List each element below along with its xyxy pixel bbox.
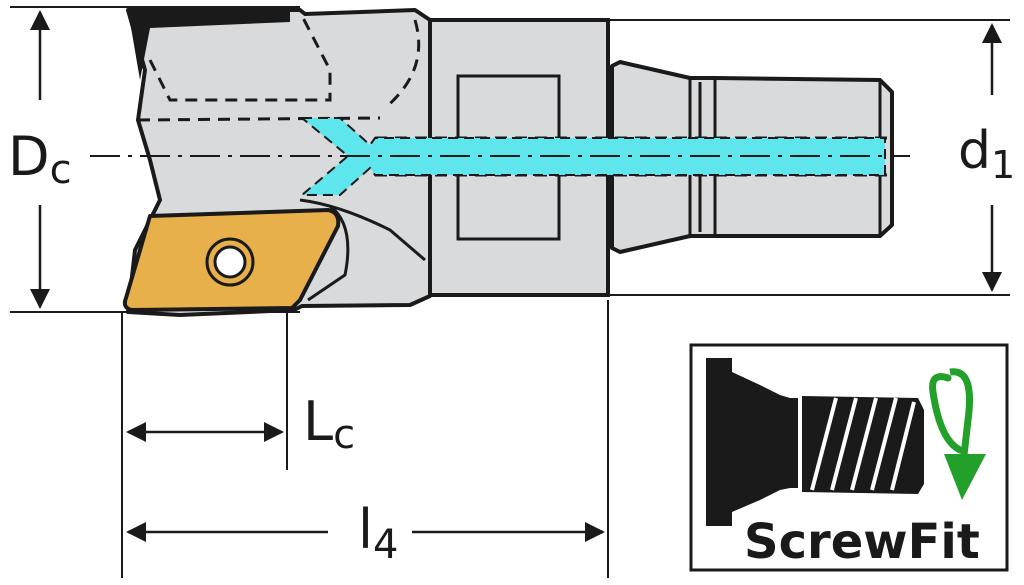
top-insert (128, 10, 290, 80)
d1-label: d1 (958, 121, 1015, 187)
screw-icon (706, 358, 924, 526)
screwfit-badge: ScrewFit (689, 343, 1009, 572)
dimension-arrows (30, 10, 1002, 542)
rotate-clockwise-arrow-icon (929, 368, 986, 500)
badge-text: ScrewFit (744, 514, 980, 570)
dc-label: Dc (8, 125, 72, 193)
screw-thread-lines (810, 397, 916, 491)
insert-screw-icon (205, 237, 255, 287)
l4-label: l4 (358, 498, 398, 568)
body-edge (299, 198, 426, 262)
lc-label: Lc (303, 390, 355, 458)
extension-lines (10, 6, 1010, 578)
